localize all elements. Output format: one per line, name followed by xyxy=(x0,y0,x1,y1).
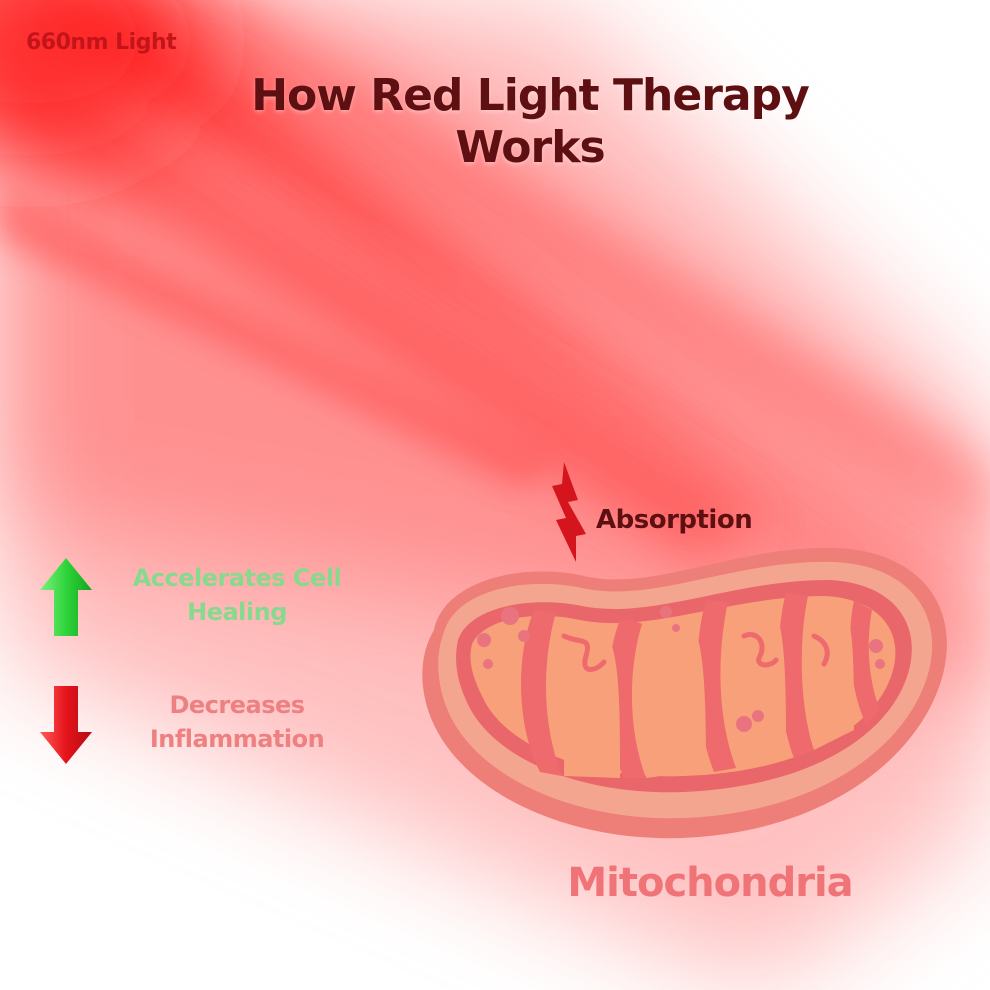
arrow-down-icon xyxy=(40,686,92,764)
absorption-label: Absorption xyxy=(596,505,753,535)
wavelength-label: 660nm Light xyxy=(26,30,177,55)
page-title: How Red Light Therapy Works xyxy=(170,70,890,174)
effect-down-line-1: Decreases xyxy=(169,691,305,719)
lightning-icon xyxy=(552,462,586,562)
arrow-up-icon xyxy=(40,558,92,636)
effect-decreases-inflammation: Decreases Inflammation xyxy=(112,689,362,756)
title-line-2: Works xyxy=(455,121,605,173)
title-line-1: How Red Light Therapy xyxy=(251,70,810,121)
effect-accelerates-healing: Accelerates Cell Healing xyxy=(112,562,362,629)
effect-up-line-2: Healing xyxy=(187,597,287,626)
mitochondria-label: Mitochondria xyxy=(567,860,853,906)
effect-up-line-1: Accelerates Cell xyxy=(132,564,342,592)
effect-down-line-2: Inflammation xyxy=(149,724,325,753)
mitochondria-icon xyxy=(422,547,947,839)
